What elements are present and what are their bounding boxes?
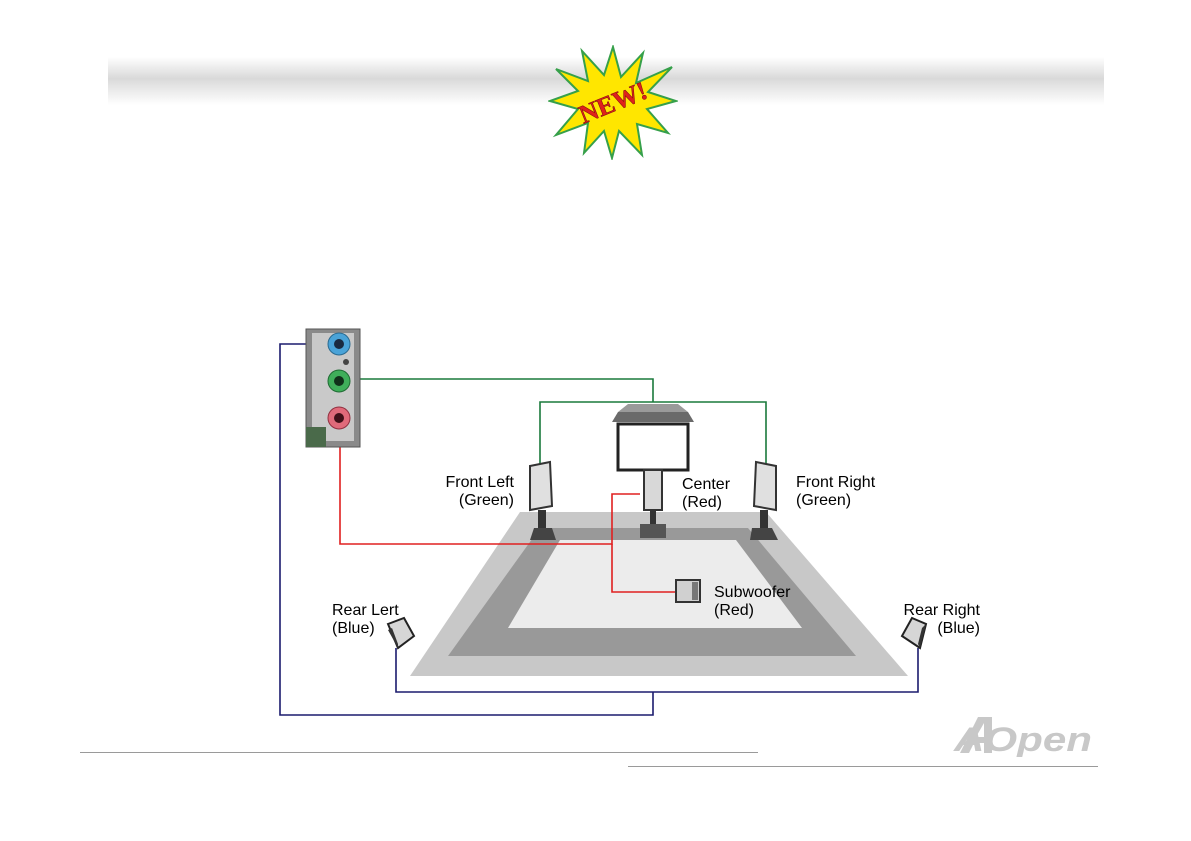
line-in-jack bbox=[328, 333, 350, 355]
footer-divider-left bbox=[80, 752, 758, 753]
subwoofer-color: (Red) bbox=[714, 602, 791, 620]
label-front-left: Front Left (Green) bbox=[404, 474, 514, 510]
footer-divider-right bbox=[628, 766, 1098, 767]
label-front-right: Front Right (Green) bbox=[796, 474, 875, 510]
label-center: Center (Red) bbox=[682, 476, 730, 512]
rear-right-name: Rear Right bbox=[870, 602, 980, 620]
label-rear-right: Rear Right (Blue) bbox=[870, 602, 980, 638]
front-left-color: (Green) bbox=[404, 492, 514, 510]
front-right-name: Front Right bbox=[796, 474, 875, 492]
center-color: (Red) bbox=[682, 494, 730, 512]
audio-jack-panel bbox=[306, 329, 360, 447]
front-left-name: Front Left bbox=[404, 474, 514, 492]
label-subwoofer: Subwoofer (Red) bbox=[714, 584, 791, 620]
rear-left-color: (Blue) bbox=[332, 620, 399, 638]
rear-right-color: (Blue) bbox=[870, 620, 980, 638]
label-rear-left: Rear Lert (Blue) bbox=[332, 602, 399, 638]
monitor-icon bbox=[612, 404, 694, 470]
subwoofer-name: Subwoofer bbox=[714, 584, 791, 602]
aopen-logo: AOpen bbox=[952, 713, 1098, 757]
green-wire bbox=[347, 379, 766, 466]
subwoofer-icon bbox=[676, 580, 700, 602]
front-left-speaker-icon bbox=[530, 462, 556, 540]
line-out-jack bbox=[328, 370, 350, 392]
center-name: Center bbox=[682, 476, 730, 494]
front-right-color: (Green) bbox=[796, 492, 875, 510]
logo-text: AOpen bbox=[953, 721, 1092, 757]
center-speaker-icon bbox=[640, 470, 666, 538]
mic-jack bbox=[328, 407, 350, 429]
rear-left-name: Rear Lert bbox=[332, 602, 399, 620]
